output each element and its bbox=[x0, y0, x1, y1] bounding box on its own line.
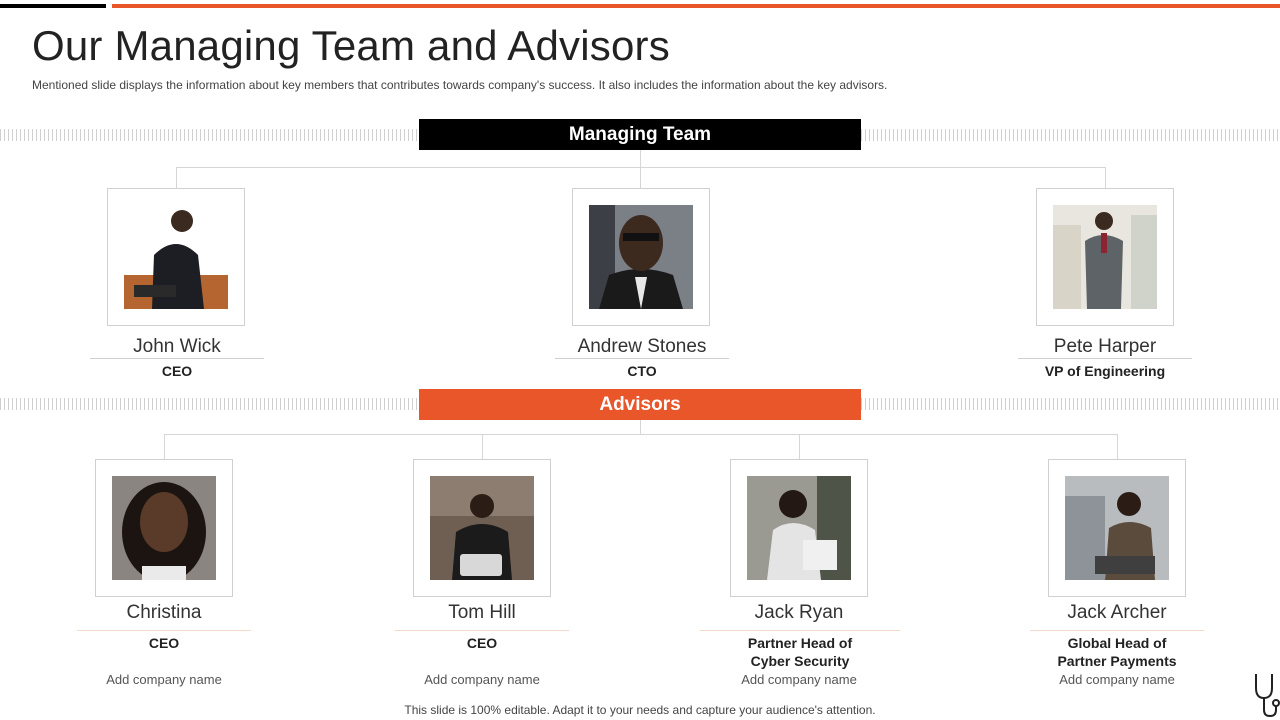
advisor-photo-frame bbox=[413, 459, 551, 597]
name-underline bbox=[555, 358, 729, 359]
advisor-role-line1: Global Head of bbox=[1067, 635, 1167, 651]
top-bar-orange bbox=[112, 4, 1280, 8]
advisor-company: Add company name bbox=[1059, 672, 1175, 687]
member-photo-frame bbox=[1036, 188, 1174, 326]
name-underline bbox=[1018, 358, 1192, 359]
hatch-divider bbox=[861, 398, 1280, 410]
advisor-role-line1: Partner Head of bbox=[747, 635, 853, 651]
hatch-divider bbox=[861, 129, 1280, 141]
advisor-photo-frame bbox=[1048, 459, 1186, 597]
member-photo bbox=[124, 205, 228, 309]
top-bar-black bbox=[0, 4, 106, 8]
advisor-role: Partner Head of Cyber Security bbox=[700, 634, 900, 670]
member-photo-frame bbox=[107, 188, 245, 326]
connector-line bbox=[176, 167, 1106, 168]
advisor-role-line2: Cyber Security bbox=[750, 653, 850, 669]
advisor-photo bbox=[1065, 476, 1169, 580]
managing-team-banner: Managing Team bbox=[419, 119, 861, 150]
page-title: Our Managing Team and Advisors bbox=[32, 22, 670, 69]
member-photo bbox=[1053, 205, 1157, 309]
name-underline bbox=[395, 630, 569, 631]
advisor-photo-frame bbox=[95, 459, 233, 597]
advisor-photo bbox=[112, 476, 216, 580]
connector-line bbox=[164, 434, 1118, 435]
page-subtitle: Mentioned slide displays the information… bbox=[32, 78, 888, 92]
connector-line bbox=[640, 167, 641, 188]
advisor-company: Add company name bbox=[741, 672, 857, 687]
name-underline bbox=[1030, 630, 1204, 631]
member-role: VP of Engineering bbox=[1044, 363, 1166, 379]
connector-line bbox=[1105, 167, 1106, 188]
advisor-name: Jack Ryan bbox=[754, 602, 844, 623]
advisor-role: Global Head of Partner Payments bbox=[1020, 634, 1214, 670]
advisors-banner: Advisors bbox=[419, 389, 861, 420]
connector-line bbox=[482, 434, 483, 459]
name-underline bbox=[90, 358, 264, 359]
advisor-name: Jack Archer bbox=[1067, 602, 1167, 623]
advisor-photo bbox=[747, 476, 851, 580]
connector-line bbox=[176, 167, 177, 188]
advisor-photo-frame bbox=[730, 459, 868, 597]
advisor-photo bbox=[430, 476, 534, 580]
member-name: Pete Harper bbox=[1053, 336, 1157, 357]
advisor-name: Christina bbox=[126, 602, 202, 623]
member-photo-frame bbox=[572, 188, 710, 326]
advisor-role: CEO bbox=[395, 634, 569, 652]
advisor-role-line2: Partner Payments bbox=[1057, 653, 1177, 669]
hatch-divider bbox=[0, 129, 419, 141]
advisor-role-line1: CEO bbox=[148, 635, 180, 651]
advisor-company: Add company name bbox=[106, 672, 222, 687]
name-underline bbox=[77, 630, 251, 631]
member-role: CTO bbox=[627, 363, 657, 379]
connector-line bbox=[640, 150, 641, 167]
advisor-role-line1: CEO bbox=[466, 635, 498, 651]
member-photo bbox=[589, 205, 693, 309]
member-role: CEO bbox=[161, 363, 193, 379]
advisor-company: Add company name bbox=[424, 672, 540, 687]
connector-line bbox=[1117, 434, 1118, 459]
connector-line bbox=[640, 420, 641, 434]
name-underline bbox=[700, 630, 900, 631]
member-name: Andrew Stones bbox=[577, 336, 707, 357]
hatch-divider bbox=[0, 398, 419, 410]
connector-line bbox=[164, 434, 165, 459]
connector-line bbox=[799, 434, 800, 459]
stethoscope-icon bbox=[1255, 674, 1280, 718]
footer-note: This slide is 100% editable. Adapt it to… bbox=[404, 703, 876, 717]
advisor-role: CEO bbox=[77, 634, 251, 652]
advisor-name: Tom Hill bbox=[448, 602, 516, 623]
member-name: John Wick bbox=[133, 336, 221, 357]
